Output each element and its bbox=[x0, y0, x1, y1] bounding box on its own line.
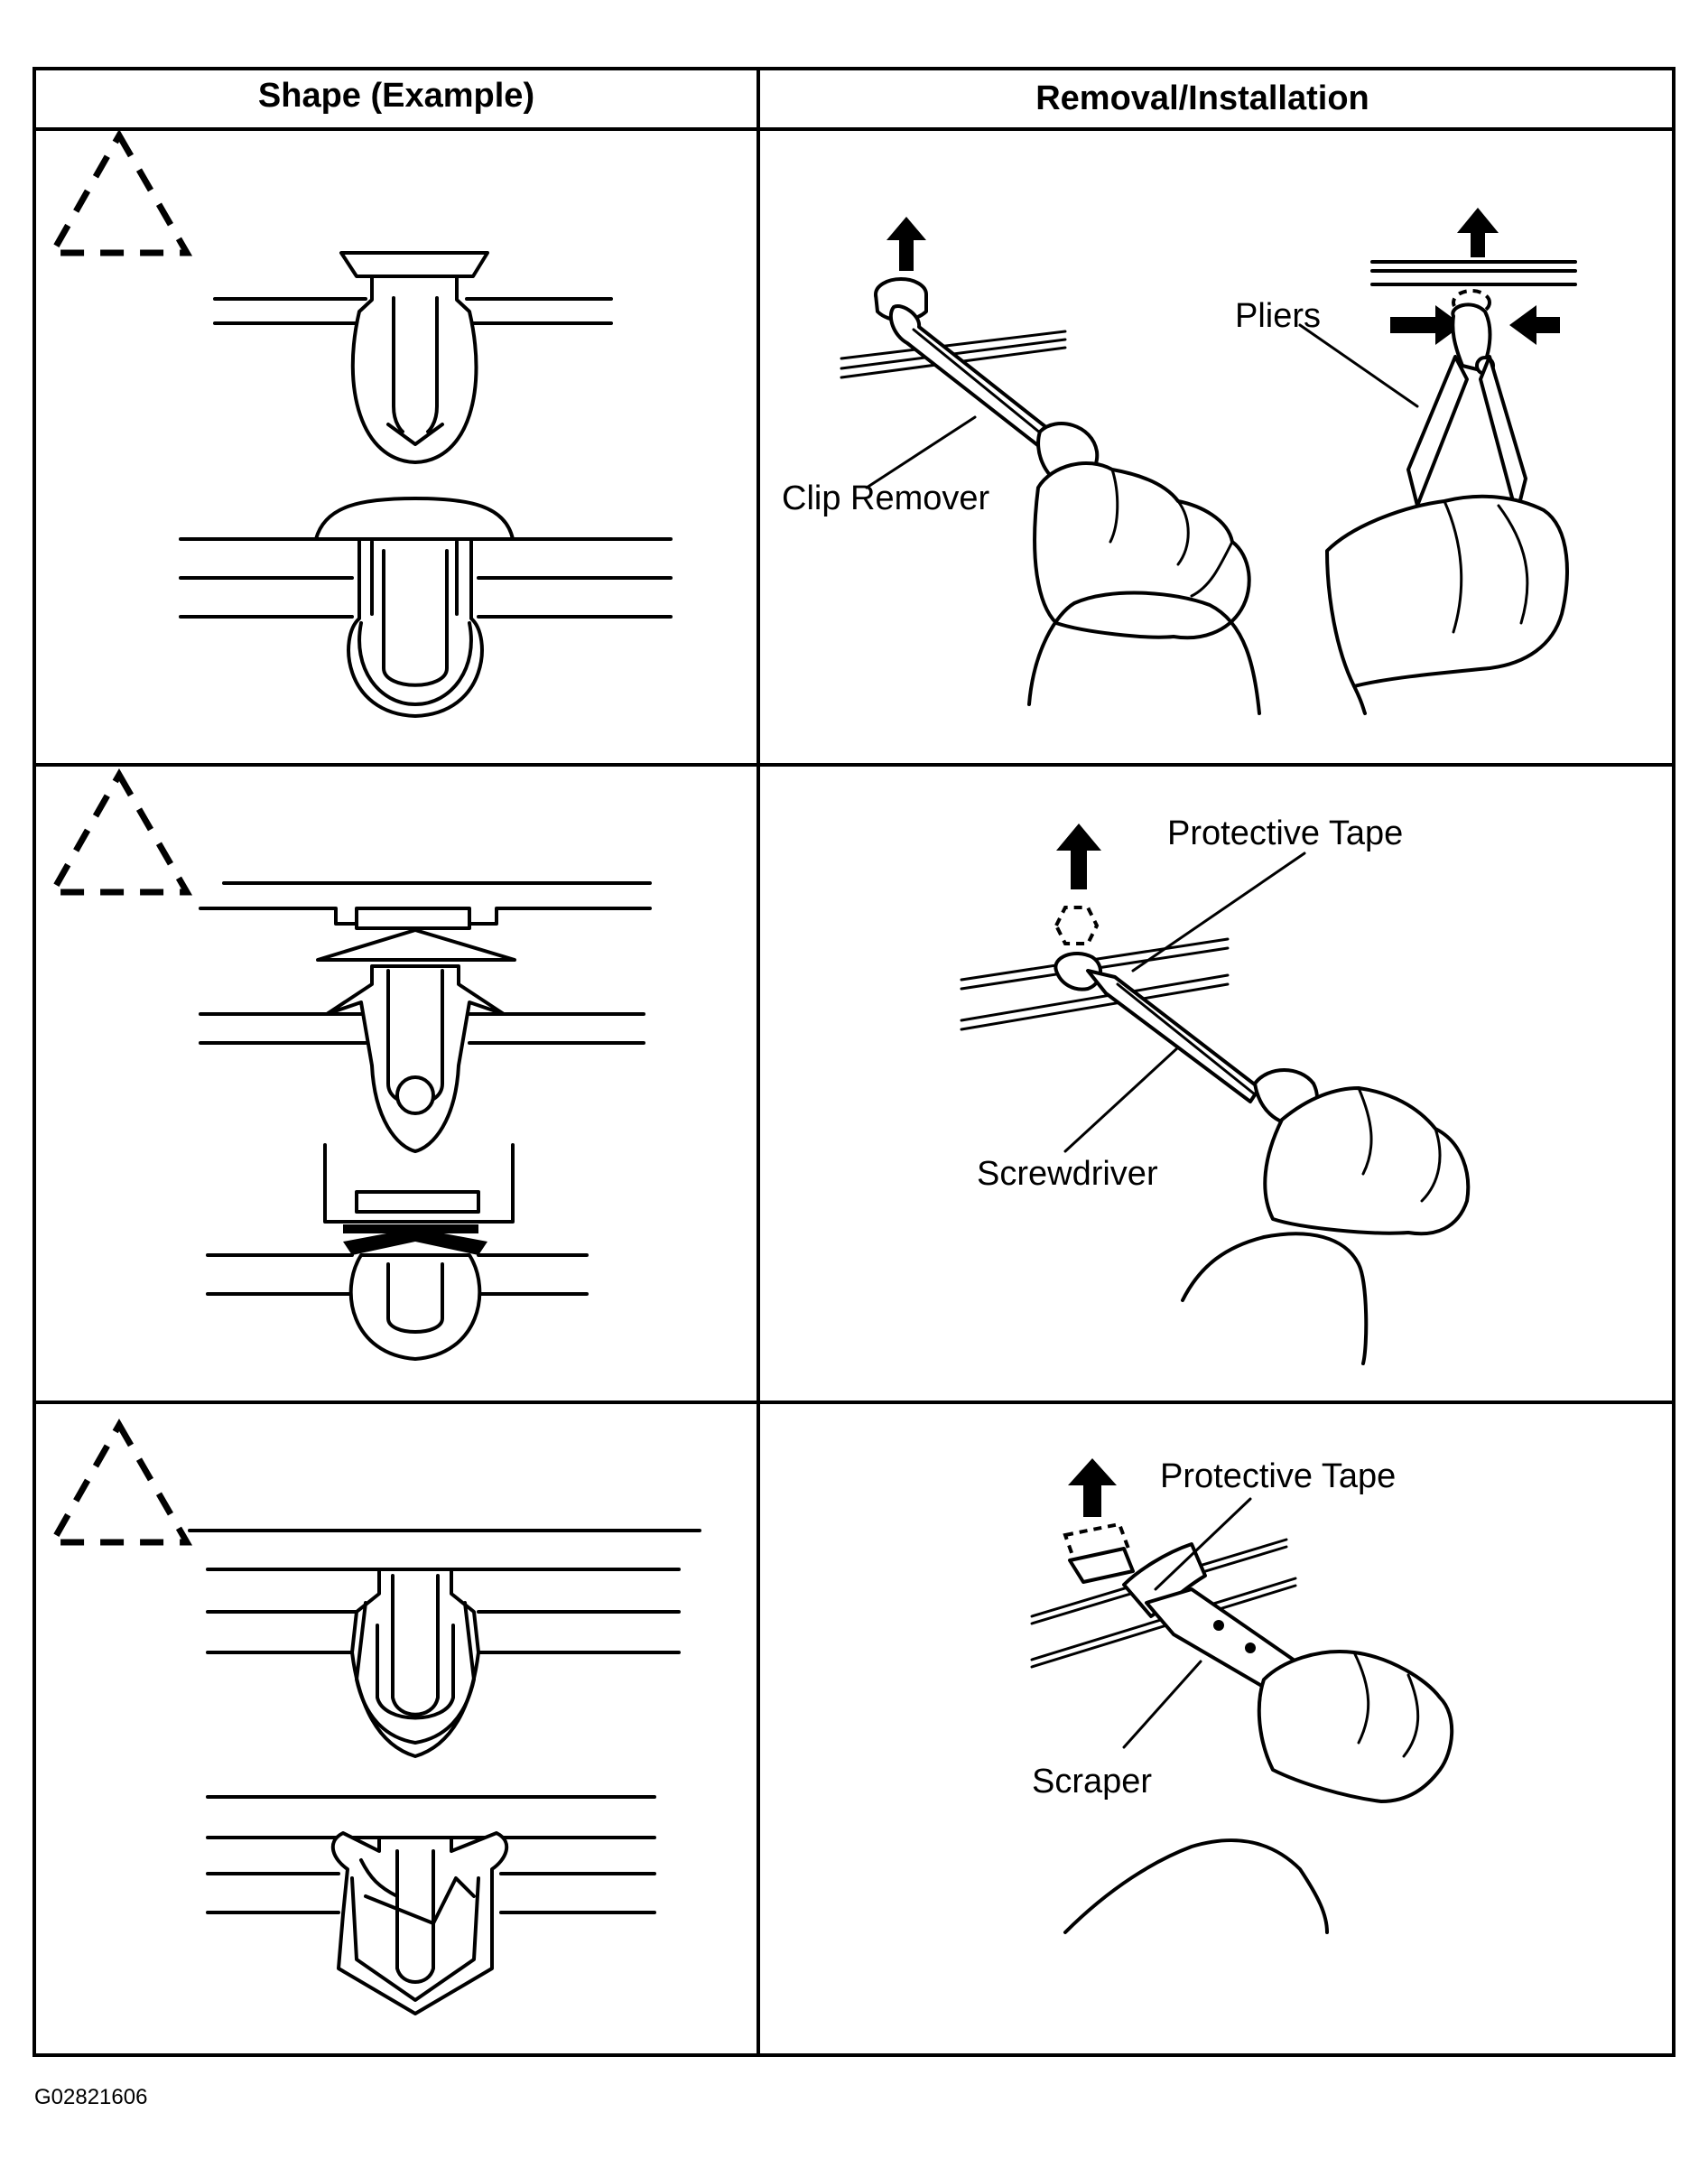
arrow-right-icon bbox=[1390, 305, 1462, 345]
row1-removal-drawing: Clip Remover Pliers bbox=[782, 208, 1577, 715]
label-protective-tape: Protective Tape bbox=[1167, 814, 1403, 852]
arrow-up-icon bbox=[1457, 208, 1499, 257]
label-clip-remover: Clip Remover bbox=[782, 479, 990, 517]
row2-removal-drawing: Protective Tape Screwdriver bbox=[960, 814, 1471, 1365]
label-scraper: Scraper bbox=[1032, 1763, 1152, 1801]
row3-removal-drawing: Protective Tape Scraper bbox=[1030, 1457, 1454, 1934]
caution-triangle-icon bbox=[46, 768, 193, 896]
header-removal-installation: Removal/Installation bbox=[1035, 79, 1369, 117]
row3-shape-drawing bbox=[46, 1418, 701, 2015]
figure-code: G02821606 bbox=[34, 2085, 147, 2109]
caution-triangle-icon bbox=[46, 128, 193, 256]
arrow-left-icon bbox=[1509, 305, 1560, 345]
row1-shape-drawing bbox=[46, 128, 673, 718]
label-pliers: Pliers bbox=[1235, 297, 1321, 335]
arrow-up-icon bbox=[886, 217, 926, 271]
row2-shape-drawing bbox=[46, 768, 652, 1361]
header-shape: Shape (Example) bbox=[258, 77, 534, 115]
arrow-up-icon bbox=[1068, 1458, 1117, 1517]
table-grid bbox=[32, 67, 1676, 2057]
label-protective-tape-2: Protective Tape bbox=[1160, 1457, 1396, 1495]
arrow-up-icon bbox=[1056, 824, 1101, 889]
caution-triangle-icon bbox=[46, 1418, 193, 1546]
label-screwdriver: Screwdriver bbox=[977, 1155, 1158, 1193]
